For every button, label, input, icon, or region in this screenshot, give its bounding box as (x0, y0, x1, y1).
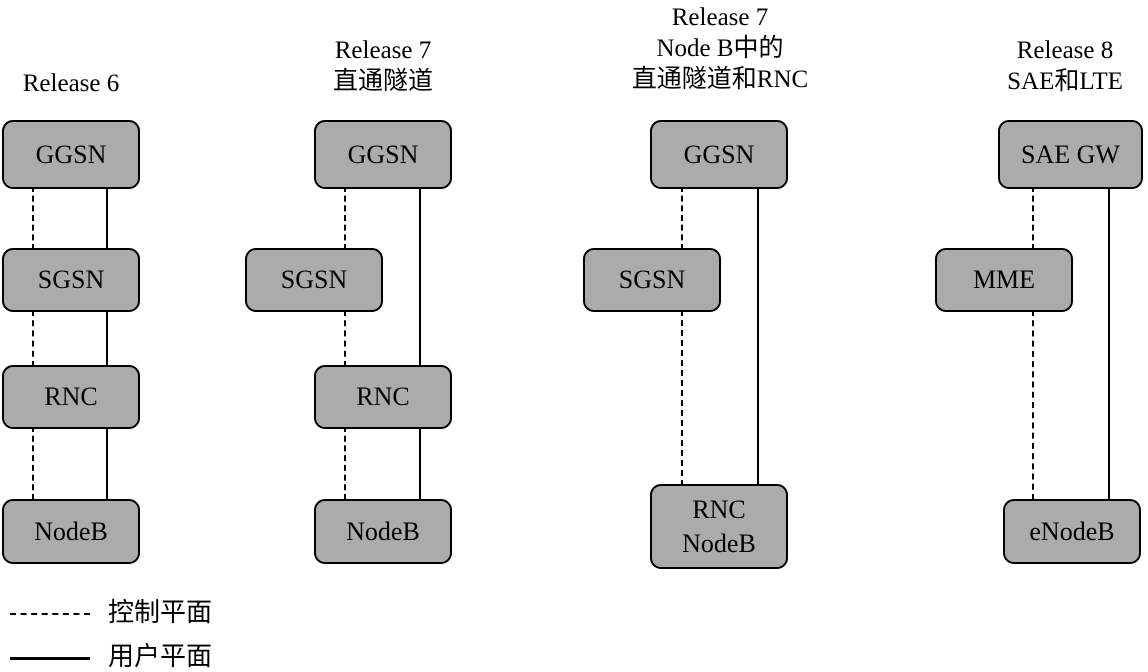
column-title-release-7-nodeb-direct-tunnel-rnc: Release 7 Node B中的 直通隧道和RNC (631, 4, 809, 93)
link-control-plane-c2-rnc-nodeb (344, 426, 346, 500)
link-control-plane-c1-rnc-nodeb (32, 426, 34, 500)
column-title-release-6: Release 6 (22, 70, 120, 97)
node-release-7-dt-nodeb[interactable]: NodeB (314, 499, 452, 564)
link-user-plane-c2-rnc-nodeb (419, 426, 421, 500)
legend-control-plane-label: 控制平面 (108, 598, 213, 627)
column-title-release-7-direct-tunnel: Release 7 直通隧道 (332, 37, 433, 95)
node-release-7-nb-rnc-nodeb[interactable]: RNC NodeB (650, 484, 788, 569)
link-control-plane-c2-ggsn-sgsn (344, 186, 346, 250)
link-control-plane-c4-saegw-mme (1032, 186, 1034, 250)
node-release-7-dt-ggsn[interactable]: GGSN (314, 120, 452, 189)
link-control-plane-c1-ggsn-sgsn (32, 186, 34, 250)
link-user-plane-c1-sgsn-rnc (106, 310, 108, 367)
node-release-7-nb-sgsn[interactable]: SGSN (583, 248, 721, 312)
link-control-plane-c4-mme-enodeb (1032, 310, 1034, 500)
link-user-plane-c1-ggsn-sgsn (106, 186, 108, 250)
link-control-plane-c1-sgsn-rnc (32, 310, 34, 367)
link-control-plane-c2-sgsn-rnc (344, 310, 346, 367)
legend-control-plane-line (10, 613, 90, 615)
link-control-plane-c3-sgsn-rnc-nodeb (681, 310, 683, 486)
link-user-plane-c2-ggsn-rnc (419, 186, 421, 367)
link-user-plane-c1-rnc-nodeb (106, 426, 108, 500)
node-release-7-nb-ggsn[interactable]: GGSN (650, 120, 788, 189)
node-release-6-ggsn[interactable]: GGSN (2, 120, 140, 189)
link-user-plane-c4-saegw-enodeb (1108, 186, 1110, 500)
link-user-plane-c3-ggsn-rnc-nodeb (757, 186, 759, 486)
node-release-8-sae-gw[interactable]: SAE GW (998, 120, 1143, 189)
legend-user-plane-line (10, 657, 90, 660)
node-release-8-enodeb[interactable]: eNodeB (1003, 499, 1141, 564)
node-release-6-rnc[interactable]: RNC (2, 365, 140, 429)
node-release-7-dt-sgsn[interactable]: SGSN (245, 248, 383, 312)
node-release-8-mme[interactable]: MME (935, 248, 1073, 312)
legend-user-plane-label: 用户平面 (108, 642, 213, 671)
node-release-6-sgsn[interactable]: SGSN (2, 248, 140, 312)
column-title-release-8-sae-lte: Release 8 SAE和LTE (1007, 37, 1123, 95)
node-release-7-dt-rnc[interactable]: RNC (314, 365, 452, 429)
node-release-6-nodeb[interactable]: NodeB (2, 499, 140, 564)
link-control-plane-c3-ggsn-sgsn (681, 186, 683, 250)
